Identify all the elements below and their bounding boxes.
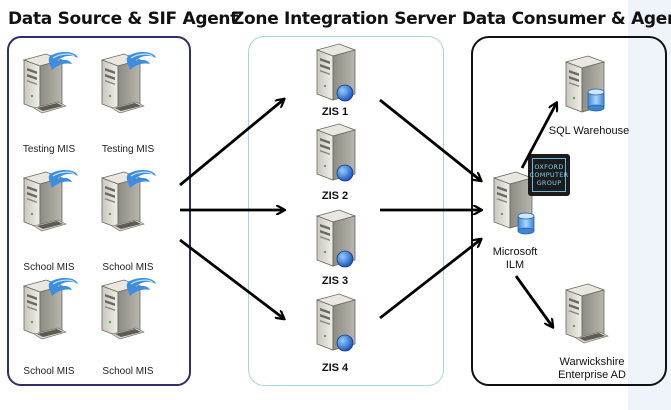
label-school-mis-4: School MIS	[102, 366, 154, 377]
heading-data-consumer: Data Consumer & Agent	[462, 9, 671, 29]
globe-icon	[336, 84, 354, 102]
globe-icon	[336, 164, 354, 182]
microsoft-ilm-server	[490, 170, 548, 241]
oxford-computer-group-logo: OXFORD COMPUTER GROUP	[528, 154, 570, 196]
arrow-zis1-to-ilm	[379, 98, 480, 180]
arrow-ilm-to-ad	[514, 275, 552, 326]
database-cylinder-icon	[587, 88, 605, 112]
label-school-mis-2: School MIS	[102, 262, 154, 273]
label-testing-mis-1: Testing MIS	[22, 144, 76, 155]
arrow-source-to-zis4	[179, 238, 283, 318]
label-school-mis-1: School MIS	[23, 262, 75, 273]
zis-server-1	[313, 42, 357, 109]
zis-server-3	[313, 208, 357, 275]
heading-zone-integration-server: Zone Integration Server	[232, 9, 456, 29]
database-cylinder-icon	[517, 212, 535, 235]
globe-icon	[336, 334, 354, 352]
label-testing-mis-2: Testing MIS	[101, 144, 155, 155]
label-warwickshire: Warwickshire	[559, 356, 625, 368]
label-zis-4: ZIS 4	[321, 362, 349, 374]
label-zis-1: ZIS 1	[321, 106, 349, 118]
label-enterprise-ad: Enterprise AD	[558, 369, 626, 381]
logo-text-3: GROUP	[536, 179, 562, 187]
side-strip	[628, 0, 671, 410]
label-ilm: ILM	[505, 259, 525, 271]
zis-server-4	[313, 292, 357, 359]
globe-icon	[336, 250, 354, 268]
logo-text-2: COMPUTER	[529, 171, 569, 179]
arrow-ilm-to-sql	[520, 104, 556, 169]
label-zis-3: ZIS 3	[321, 275, 349, 287]
arrow-source-to-zis1	[179, 100, 283, 187]
logo-text-1: OXFORD	[534, 163, 564, 171]
sql-warehouse-server	[562, 54, 614, 123]
label-school-mis-3: School MIS	[23, 366, 75, 377]
zis-server-2	[313, 122, 357, 189]
label-microsoft: Microsoft	[492, 246, 538, 258]
label-zis-2: ZIS 2	[321, 190, 349, 202]
label-sql-warehouse: SQL Warehouse	[548, 125, 630, 137]
arrow-zis4-to-ilm	[379, 240, 480, 320]
heading-data-source: Data Source & SIF Agent	[8, 9, 239, 29]
